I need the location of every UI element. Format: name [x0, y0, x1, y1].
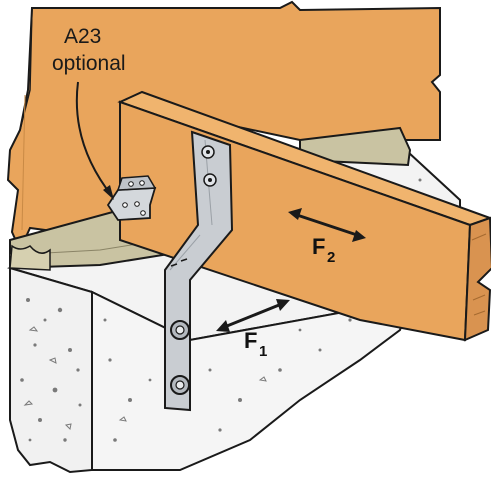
a23-callout: A23 optional [52, 25, 126, 200]
callout-arrowhead [103, 185, 114, 200]
f1-arrow-shaft [221, 301, 285, 330]
f2-arrow-shaft [293, 212, 361, 238]
force-f1: F 1 [216, 299, 290, 360]
anchor-bolts [170, 320, 190, 395]
f1-arrowhead-left [216, 320, 230, 332]
concrete-texture [20, 178, 442, 442]
a23-angle-clip [106, 175, 157, 221]
f1-arrowhead-right [276, 299, 290, 311]
f1-label: F [244, 328, 257, 353]
callout-line2: optional [52, 52, 126, 75]
callout-line1: A23 [64, 25, 101, 48]
force-f2: F 2 [288, 208, 366, 266]
f2-subscript: 2 [327, 249, 335, 266]
callout-leader-line [75, 81, 113, 197]
hold-down-strap [164, 130, 234, 412]
f2-arrowhead-left [288, 208, 302, 220]
f1-subscript: 1 [259, 343, 267, 360]
f2-label: F [312, 234, 325, 259]
f2-arrowhead-right [352, 230, 366, 242]
strap-fasteners [201, 145, 217, 187]
